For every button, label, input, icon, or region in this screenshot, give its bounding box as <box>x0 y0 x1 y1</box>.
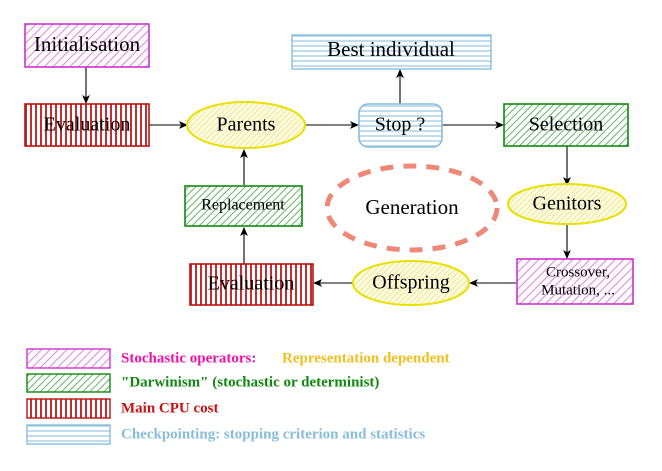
node-replacement[interactable]: Replacement <box>184 185 303 227</box>
stop-label: Stop ? <box>375 114 426 136</box>
parents-label: Parents <box>217 114 276 136</box>
offspring-ellipse[interactable] <box>352 260 470 306</box>
node-best-individual[interactable]: Best individual <box>291 34 492 70</box>
evaluation-bottom-box[interactable] <box>189 263 314 306</box>
legend-swatch-green-hatch <box>26 373 111 393</box>
node-generation: Generation <box>324 163 500 253</box>
node-evaluation-bottom[interactable]: Evaluation <box>189 263 314 306</box>
edges-layer <box>82 67 571 287</box>
generation-dashed-ellipse <box>324 163 500 253</box>
selection-label: Selection <box>529 114 603 136</box>
crossover-label-line2: Mutation, ... <box>541 282 615 298</box>
legend-row-2: Main CPU cost <box>26 398 219 419</box>
legend-swatch-red-vlines <box>26 398 111 419</box>
node-stop[interactable]: Stop ? <box>358 103 443 148</box>
legend-row-1: "Darwinism" (stochastic or determinist) <box>26 373 379 393</box>
legend-label-3: Checkpointing: stopping criterion and st… <box>121 426 425 442</box>
node-evaluation-top[interactable]: Evaluation <box>24 103 150 147</box>
legend: Stochastic operators: Representation dep… <box>26 348 450 445</box>
evaluation-top-box[interactable] <box>24 103 150 147</box>
legend-swatch-magenta-hatch <box>26 348 111 369</box>
node-genitors[interactable]: Genitors <box>507 183 627 225</box>
initialisation-box[interactable] <box>24 23 150 68</box>
stop-box[interactable] <box>358 103 443 148</box>
node-selection[interactable]: Selection <box>503 103 629 147</box>
initialisation-label: Initialisation <box>34 32 141 56</box>
node-parents[interactable]: Parents <box>186 101 306 149</box>
legend-extra-0: Representation dependent <box>282 350 450 366</box>
replacement-label: Replacement <box>201 197 285 214</box>
node-crossover[interactable]: Crossover, Mutation, ... <box>516 258 634 305</box>
crossover-box[interactable] <box>516 258 634 305</box>
evaluation-bottom-label: Evaluation <box>208 273 295 295</box>
parents-ellipse[interactable] <box>186 101 306 149</box>
best-individual-box[interactable] <box>291 34 492 70</box>
node-offspring[interactable]: Offspring <box>352 260 470 306</box>
evaluation-top-label: Evaluation <box>44 114 131 136</box>
legend-label-1: "Darwinism" (stochastic or determinist) <box>121 374 379 390</box>
best-individual-label: Best individual <box>327 37 455 61</box>
genitors-ellipse[interactable] <box>507 183 627 225</box>
replacement-box[interactable] <box>184 185 303 227</box>
node-initialisation[interactable]: Initialisation <box>24 23 150 68</box>
crossover-label-line1: Crossover, <box>546 264 610 280</box>
genitors-label: Genitors <box>533 193 602 215</box>
legend-row-0: Stochastic operators: Representation dep… <box>26 348 450 369</box>
selection-box[interactable] <box>503 103 629 147</box>
legend-label-0: Stochastic operators: <box>121 350 256 366</box>
legend-label-2: Main CPU cost <box>121 400 219 416</box>
offspring-label: Offspring <box>372 272 449 294</box>
legend-row-3: Checkpointing: stopping criterion and st… <box>26 424 425 445</box>
generation-label: Generation <box>365 195 459 219</box>
legend-swatch-blue-hlines <box>26 424 111 445</box>
